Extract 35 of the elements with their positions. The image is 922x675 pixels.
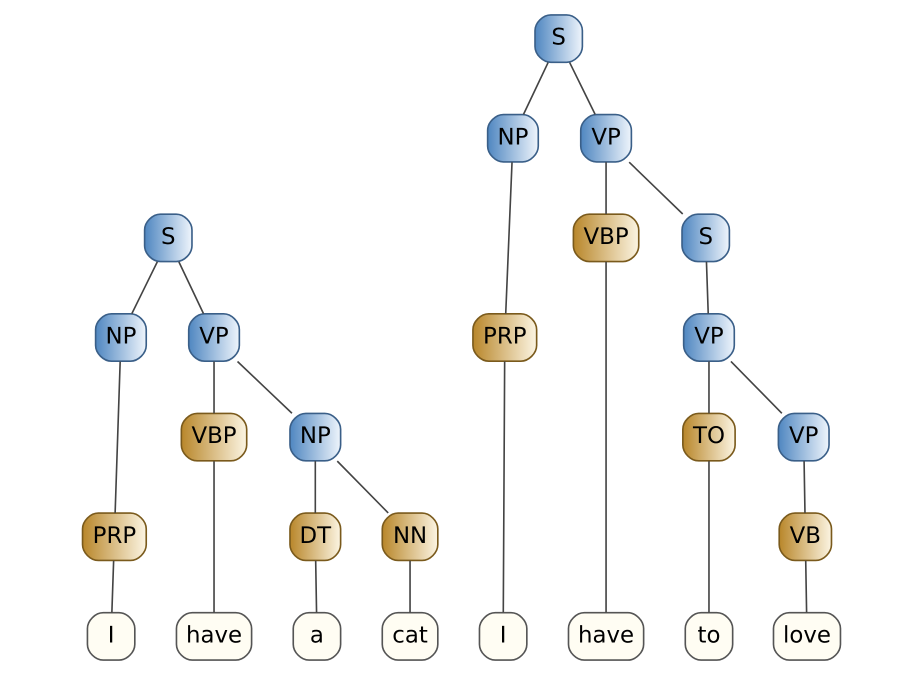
connector xyxy=(110,560,114,613)
connector xyxy=(236,360,292,414)
connector xyxy=(604,262,606,613)
node-box: PRP xyxy=(81,512,147,562)
node-box: NN xyxy=(380,512,438,562)
connector xyxy=(212,361,214,414)
connector xyxy=(802,461,806,513)
connector xyxy=(502,361,505,612)
connector xyxy=(804,560,807,613)
connector xyxy=(114,362,120,513)
connector xyxy=(314,560,317,613)
node-box: VB xyxy=(778,512,832,562)
connector xyxy=(604,162,606,214)
connector xyxy=(178,261,204,314)
node-box: TO xyxy=(682,412,736,462)
node-box: VBP xyxy=(572,213,640,262)
connector xyxy=(314,461,316,513)
connector xyxy=(522,62,548,115)
connector xyxy=(336,460,388,514)
connector xyxy=(628,162,683,215)
connector xyxy=(708,361,710,414)
connector xyxy=(705,262,709,314)
node-box: cat xyxy=(380,612,438,661)
connector xyxy=(708,461,710,613)
node-box: have xyxy=(175,612,252,661)
connector xyxy=(408,560,410,613)
node-box: VBP xyxy=(180,412,248,462)
node-box: have xyxy=(567,612,644,661)
node-box: PRP xyxy=(472,313,537,362)
node-box: love xyxy=(772,612,841,661)
connector xyxy=(730,360,782,414)
connector xyxy=(568,62,596,115)
connector xyxy=(504,162,512,314)
connector xyxy=(212,461,214,613)
connector xyxy=(130,261,158,314)
